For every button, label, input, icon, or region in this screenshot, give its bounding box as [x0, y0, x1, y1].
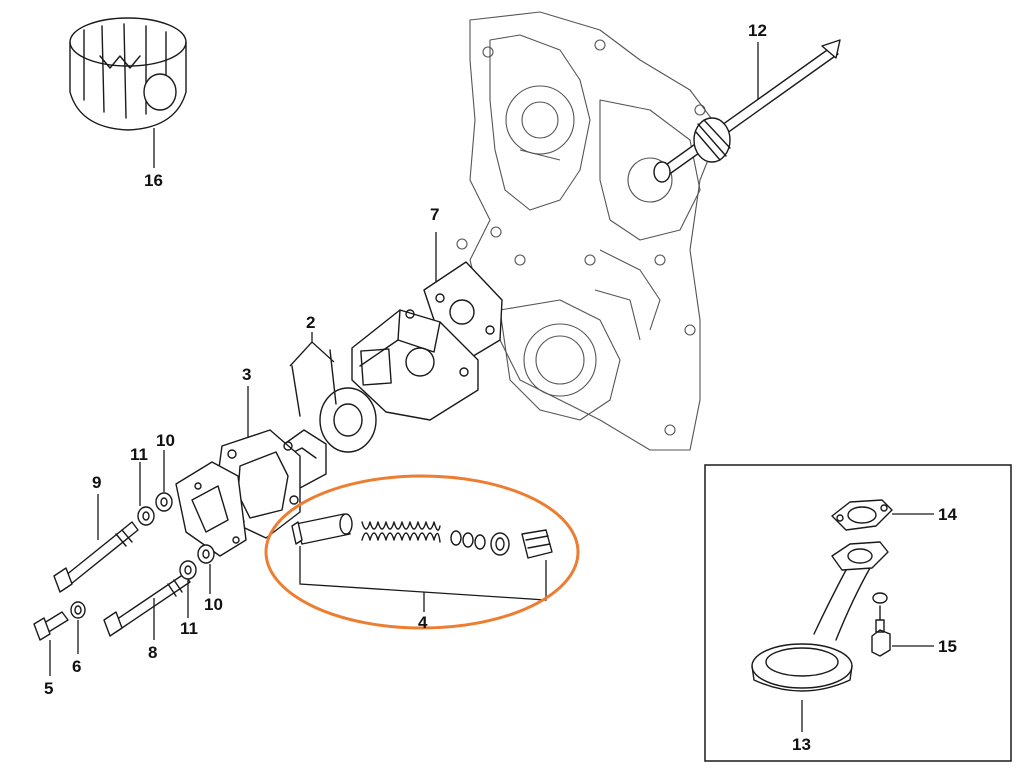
label-part-15: 15	[938, 637, 957, 656]
label-part-13: 13	[792, 735, 811, 754]
label-part-9: 9	[92, 473, 101, 492]
bolt-long	[53, 494, 139, 593]
label-part-3: 3	[242, 365, 251, 384]
label-part-12: 12	[748, 21, 767, 40]
pump-rear-plate	[175, 461, 247, 557]
oil-strainer-inset	[704, 464, 1012, 762]
label-part-5: 5	[44, 679, 53, 698]
washers-lower	[179, 544, 215, 618]
bolt-short	[33, 611, 69, 676]
washers-upper	[137, 450, 173, 526]
label-part-11-lower: 11	[180, 619, 198, 638]
label-part-4: 4	[418, 613, 428, 632]
label-part-10-lower: 10	[204, 595, 223, 614]
label-part-10-upper: 10	[156, 431, 175, 450]
label-part-6: 6	[72, 657, 81, 676]
oil-filter	[69, 17, 187, 168]
washer-6	[70, 601, 86, 654]
label-part-2: 2	[306, 313, 315, 332]
engine-front-cover	[456, 11, 721, 451]
oil-pump-body	[351, 309, 479, 421]
label-part-8: 8	[148, 643, 157, 662]
label-part-14: 14	[938, 505, 957, 524]
bolt-lower	[103, 573, 191, 640]
relief-valve-assembly	[291, 513, 553, 612]
label-part-11-upper: 11	[130, 445, 148, 464]
label-part-16: 16	[144, 171, 163, 190]
label-part-7: 7	[430, 205, 439, 224]
distributor-drive-shaft	[653, 39, 841, 183]
highlight-circle	[264, 474, 580, 630]
